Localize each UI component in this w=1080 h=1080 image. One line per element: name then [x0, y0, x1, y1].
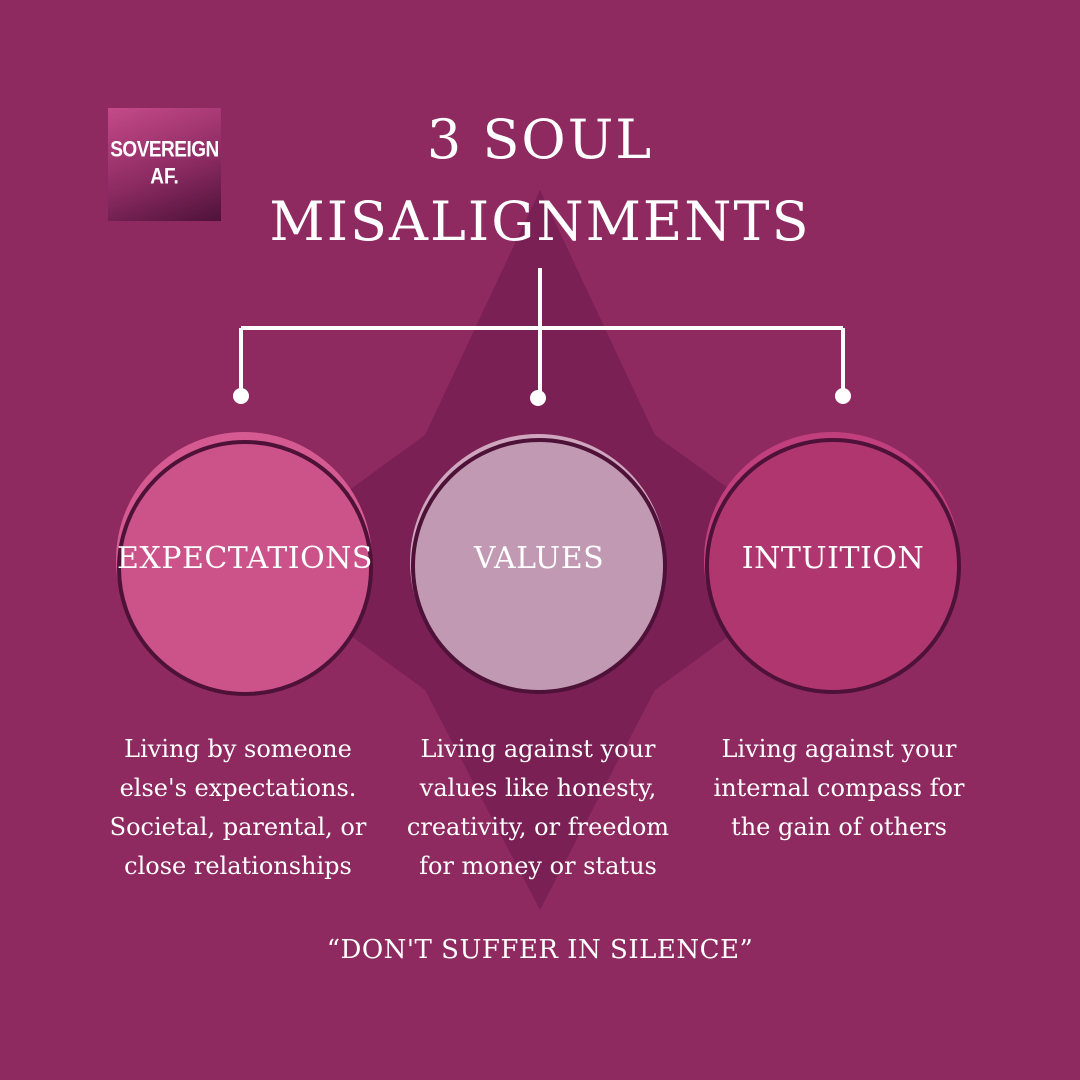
closing-quote: “DON'T SUFFER IN SILENCE” [326, 935, 754, 965]
description-line: Societal, parental, or [109, 813, 367, 841]
node-expectations-description: Living by someone else's expectations. S… [93, 730, 383, 886]
description-line: for money or status [419, 852, 657, 880]
description-line: Living against your [420, 735, 656, 763]
node-values-description: Living against your values like honesty,… [393, 730, 683, 886]
description-line: internal compass for [713, 774, 965, 802]
description-line: Living by someone [124, 735, 352, 763]
logo-line-2: AF. [150, 164, 179, 189]
node-expectations-label: EXPECTATIONS [117, 541, 373, 576]
description-line: close relationships [124, 852, 352, 880]
title-line-2: MISALIGNMENTS [269, 190, 811, 253]
description-line: the gain of others [731, 813, 947, 841]
node-intuition-description: Living against your internal compass for… [694, 730, 984, 847]
node-intuition-label: INTUITION [741, 541, 925, 576]
description-line: values like honesty, [419, 774, 657, 802]
title-line-1: 3 SOUL [426, 108, 654, 171]
connector-dot-values [530, 390, 546, 406]
brand-logo: SOVEREIGN AF. [108, 108, 221, 221]
connector-dot-intuition [835, 388, 851, 404]
description-line: Living against your [721, 735, 957, 763]
connector-tree [239, 268, 845, 397]
node-expectations-circle [116, 432, 373, 696]
node-intuition-circle [704, 432, 961, 694]
node-values-label: VALUES [473, 541, 605, 576]
logo-line-1: SOVEREIGN [110, 137, 219, 163]
connector-dot-expectations [233, 388, 249, 404]
node-values-circle [410, 434, 667, 694]
description-line: else's expectations. [119, 774, 357, 802]
description-line: creativity, or freedom [406, 813, 670, 841]
